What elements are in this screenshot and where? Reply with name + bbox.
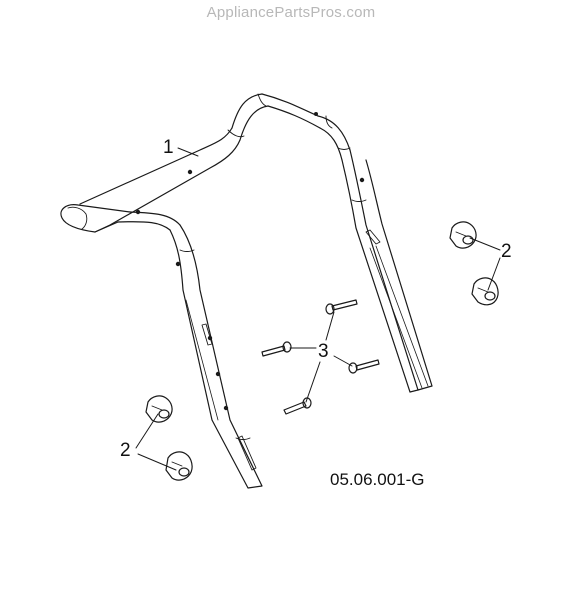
diagram-code: 05.06.001-G <box>330 470 425 489</box>
knob-upper-right[interactable] <box>449 221 477 249</box>
handle-part[interactable] <box>60 93 433 489</box>
knob-lower-right[interactable] <box>471 277 499 306</box>
callout-2-knobs-left: 2 <box>120 440 131 461</box>
bolt-left[interactable] <box>261 341 292 357</box>
callout-2-knobs-right: 2 <box>501 241 512 262</box>
bolt-right[interactable] <box>348 359 380 374</box>
bolt-top[interactable] <box>325 299 358 315</box>
leader-lines <box>135 147 501 471</box>
callout-1-handle: 1 <box>163 137 174 158</box>
watermark: AppliancePartsPros.com <box>206 4 376 21</box>
knob-upper-left[interactable] <box>145 395 173 423</box>
knob-lower-left[interactable] <box>165 451 193 481</box>
callout-3-bolts: 3 <box>318 341 329 362</box>
